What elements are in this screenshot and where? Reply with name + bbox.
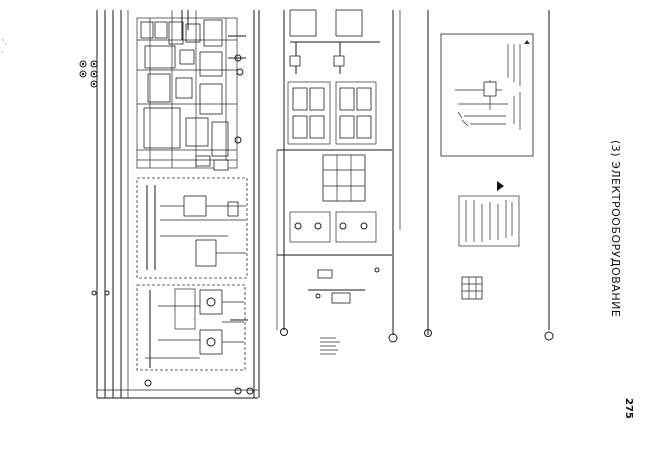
page-edge-marks: [1, 39, 7, 53]
section-title: (3) ЭЛЕКТРООБОРУДОВАНИЕ: [609, 140, 622, 317]
right-bus-line: [544, 10, 554, 341]
main-bus-lines: [96, 10, 260, 399]
center-circuit: [276, 9, 401, 355]
page-number: 275: [623, 398, 634, 419]
arrow-icon: [497, 181, 504, 191]
relay-block-middle: [136, 177, 248, 279]
relay-block-upper: [136, 10, 246, 171]
legend-block: [458, 181, 520, 300]
relay-block-lower: [136, 284, 254, 395]
inset-diagram: [424, 10, 534, 337]
